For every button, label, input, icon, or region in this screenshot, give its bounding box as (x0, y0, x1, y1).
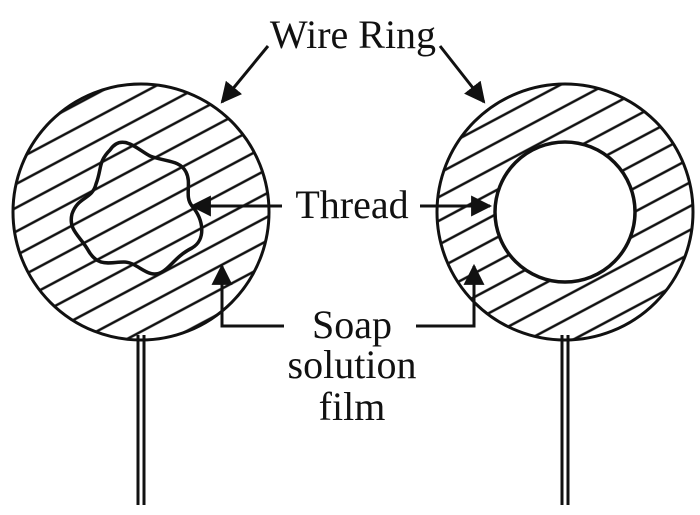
right-ring-assembly (435, 82, 695, 505)
film-arrow-right (416, 263, 485, 328)
soap-label-line1: Soap (312, 302, 392, 347)
right-wire-ring (435, 82, 695, 342)
soap-label-line2: solution (288, 342, 417, 387)
wire-ring-arrow-left (220, 45, 270, 104)
thread-label: Thread (295, 182, 408, 227)
soap-label-line3: film (319, 384, 386, 429)
right-thread-circle (493, 140, 637, 284)
left-ring-assembly (11, 82, 271, 505)
film-arrow-left (211, 263, 284, 328)
left-thread-loop (69, 140, 204, 276)
left-soap-film (13, 84, 269, 340)
left-wire-ring (11, 82, 271, 342)
wire-ring-label: Wire Ring (270, 12, 436, 57)
wire-ring-arrow-right (438, 45, 486, 104)
